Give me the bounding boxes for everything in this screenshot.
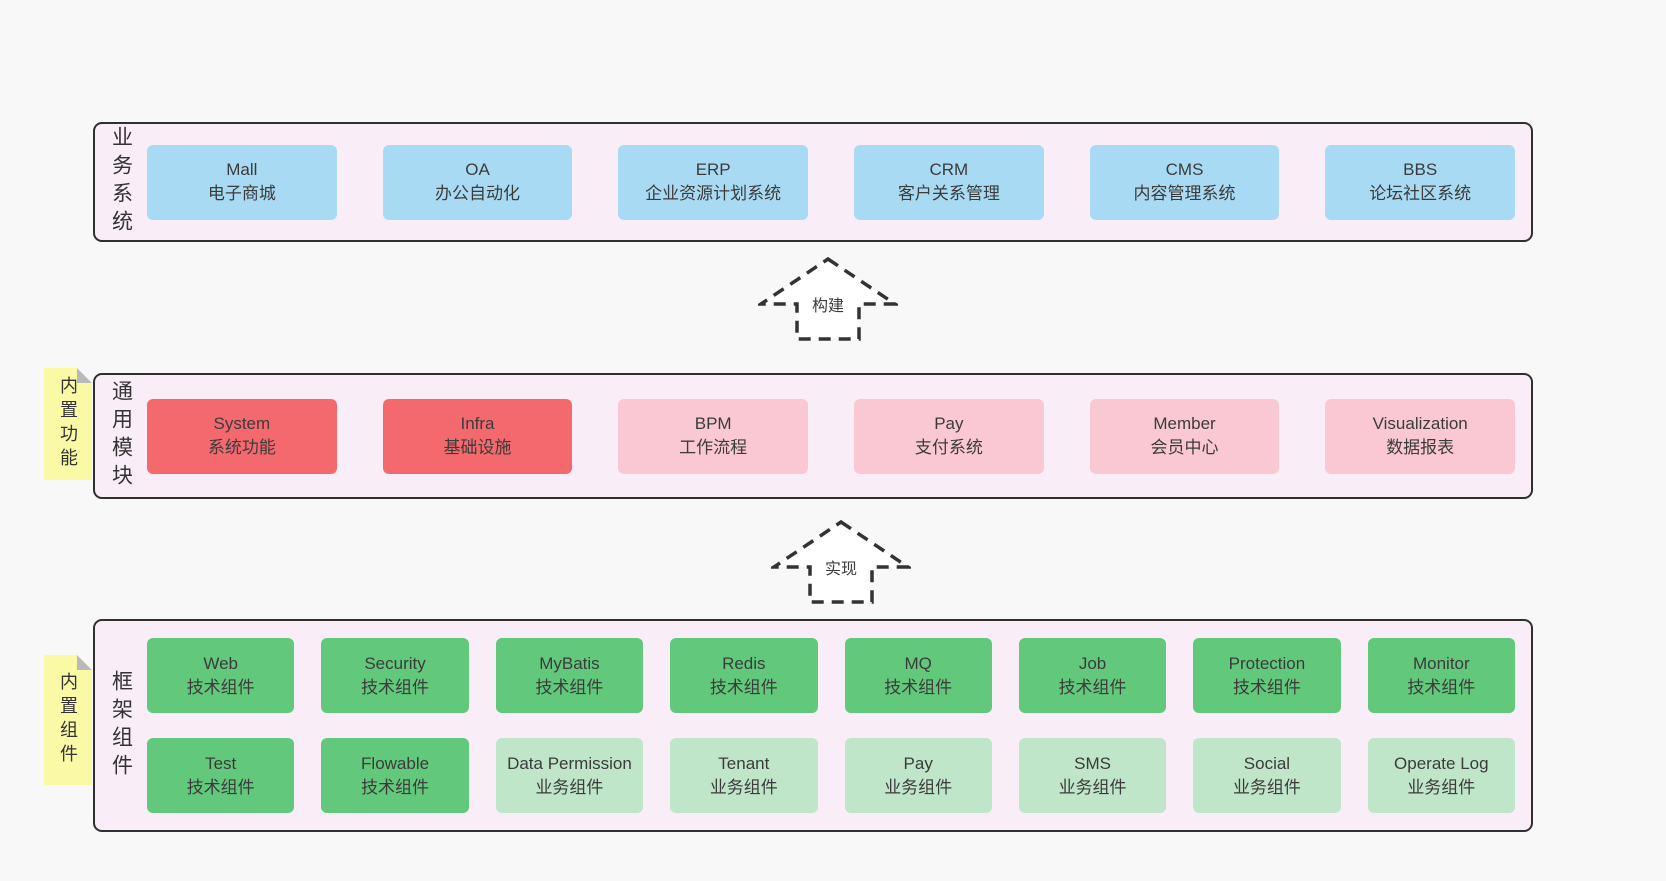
arrow-implement: 实现	[771, 519, 911, 605]
box-bbs: BBS 论坛社区系统	[1325, 144, 1516, 220]
box-bpm: BPM 工作流程	[618, 398, 809, 474]
box-cms: CMS 内容管理系统	[1089, 144, 1280, 220]
note-builtin-components: 内置组件	[44, 655, 92, 785]
box-pay-component: Pay 业务组件	[844, 738, 992, 813]
layer-framework-components: 框架组件 Web 技术组件 Security 技术组件 MyBatis 技术组件…	[93, 619, 1533, 832]
box-job: Job 技术组件	[1018, 638, 1167, 713]
box-mybatis: MyBatis 技术组件	[495, 638, 644, 713]
note-builtin-features: 内置功能	[44, 368, 92, 480]
box-security: Security 技术组件	[321, 638, 469, 713]
note-fold-icon	[77, 368, 92, 383]
arrow-build: 构建	[758, 256, 898, 342]
box-operate-log: Operate Log 业务组件	[1367, 738, 1515, 813]
box-monitor: Monitor 技术组件	[1367, 638, 1515, 713]
note-fold-icon	[77, 655, 92, 670]
box-web: Web 技术组件	[147, 638, 295, 713]
box-sms: SMS 业务组件	[1018, 738, 1167, 813]
box-member: Member 会员中心	[1089, 398, 1280, 474]
layer-business-systems: 业务系统 Mall 电子商城 OA 办公自动化 ERP 企业资源计划系统 CRM…	[93, 122, 1533, 242]
box-infra: Infra 基础设施	[382, 398, 573, 474]
box-social: Social 业务组件	[1193, 738, 1341, 813]
layer-label-common-modules: 通用模块	[109, 380, 133, 492]
arrow-build-label: 构建	[808, 292, 848, 317]
layer-label-business-systems: 业务系统	[109, 126, 133, 238]
box-tenant: Tenant 业务组件	[670, 738, 818, 813]
box-mq: MQ 技术组件	[844, 638, 992, 713]
layer-common-modules: 通用模块 System 系统功能 Infra 基础设施 BPM 工作流程 Pay…	[93, 373, 1533, 499]
box-flowable: Flowable 技术组件	[321, 738, 469, 813]
box-test: Test 技术组件	[147, 738, 295, 813]
box-erp: ERP 企业资源计划系统	[618, 144, 809, 220]
box-pay-module: Pay 支付系统	[854, 398, 1044, 474]
box-mall: Mall 电子商城	[147, 144, 337, 220]
box-redis: Redis 技术组件	[670, 638, 818, 713]
box-protection: Protection 技术组件	[1193, 638, 1341, 713]
box-system: System 系统功能	[147, 398, 337, 474]
box-oa: OA 办公自动化	[382, 144, 573, 220]
box-visualization: Visualization 数据报表	[1325, 398, 1516, 474]
box-data-permission: Data Permission 业务组件	[495, 738, 644, 813]
box-crm: CRM 客户关系管理	[854, 144, 1044, 220]
arrow-implement-label: 实现	[821, 555, 861, 580]
layer-label-framework-components: 框架组件	[109, 669, 133, 782]
